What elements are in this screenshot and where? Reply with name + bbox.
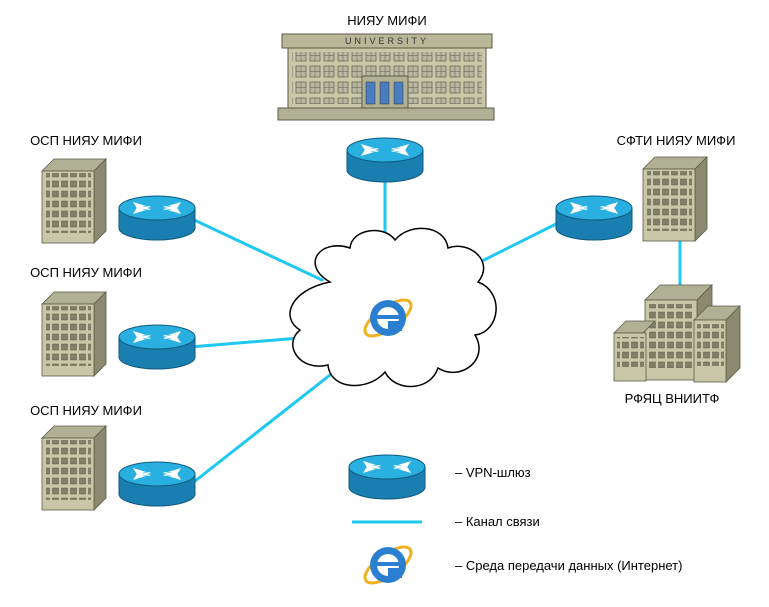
university-label: НИЯУ МИФИ [347, 13, 426, 28]
legend-router-icon [348, 454, 426, 500]
legend-link-label: – Канал связи [455, 514, 540, 529]
sfti-label: СФТИ НИЯУ МИФИ [617, 133, 736, 148]
router-university-icon [346, 137, 424, 183]
osp3-building-icon [41, 425, 107, 511]
osp1-building-icon [41, 158, 107, 244]
university-sign: UNIVERSITY [345, 36, 429, 46]
legend-vpn-label: – VPN-шлюз [455, 465, 531, 480]
osp1-label: ОСП НИЯУ МИФИ [30, 133, 142, 148]
link-osp1 [188, 216, 324, 282]
vniitf-label: РФЯЦ ВНИИТФ [625, 391, 720, 406]
internet-cloud-icon [289, 227, 497, 388]
osp2-building-icon [41, 291, 107, 377]
osp3-label: ОСП НИЯУ МИФИ [30, 403, 142, 418]
router-osp2-icon [118, 324, 196, 370]
link-osp2 [188, 336, 302, 349]
link-osp3 [188, 373, 332, 487]
osp2-label: ОСП НИЯУ МИФИ [30, 265, 142, 280]
router-sfti-icon [555, 195, 633, 241]
vniitf-building-icon [613, 284, 741, 383]
university-building: UNIVERSITY [277, 33, 495, 121]
legend-internet-label: – Среда передачи данных (Интернет) [455, 558, 682, 573]
sfti-building-icon [642, 156, 708, 242]
router-osp1-icon [118, 195, 196, 241]
router-osp3-icon [118, 461, 196, 507]
legend-internet-icon [358, 539, 418, 591]
legend: – VPN-шлюз – Канал связи – Среда передач… [348, 454, 682, 591]
links [188, 170, 682, 487]
